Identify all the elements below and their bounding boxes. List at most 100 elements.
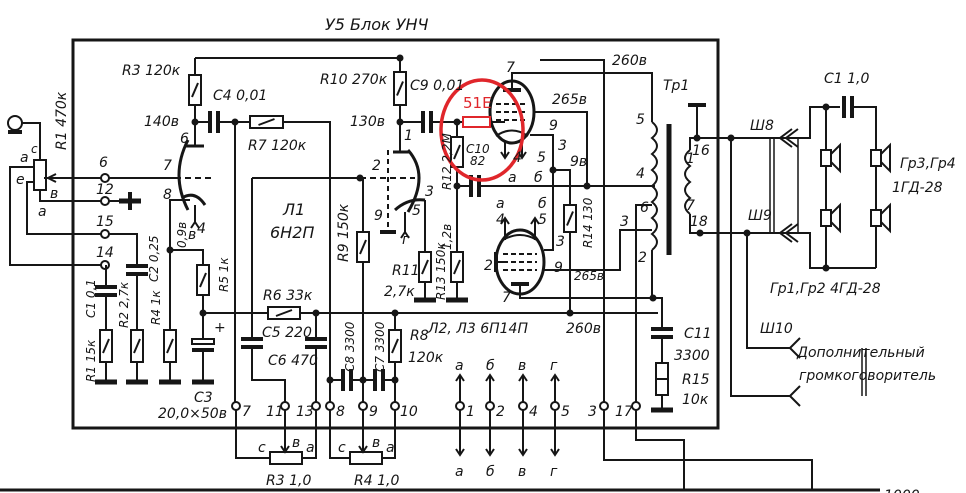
wire: [283, 121, 331, 402]
label-gr1-gr2: Гр1,Гр2 4ГД-28: [770, 281, 881, 297]
label-pin-8: 8: [336, 404, 345, 420]
junction-dot: [359, 376, 367, 384]
wire: [329, 410, 350, 459]
terminal-pin: [518, 401, 528, 411]
wire: [382, 410, 396, 459]
resistor-r9-mark: [359, 239, 367, 255]
label-c6: C6 470: [268, 353, 318, 369]
resistor-r10-mark: [396, 81, 404, 96]
label-tr-3: 3: [620, 214, 629, 230]
tube-l3-cathode: [502, 234, 538, 241]
label-l3-5: 5: [538, 212, 547, 228]
label-265v-top: 265в: [552, 92, 587, 108]
terminal-pin: [550, 401, 560, 411]
resistor-r1-mark: [102, 338, 110, 354]
label-r3-pot-a: а: [306, 440, 315, 456]
label-c3-value: 20,0×50в: [158, 406, 227, 422]
wire: [530, 134, 554, 251]
label-r1-input: R1 470к: [54, 91, 70, 150]
arrow-icon: [550, 448, 560, 457]
label-r4-pot-a: а: [386, 440, 395, 456]
label-l2-3: 3: [558, 138, 567, 154]
label-gr3-gr4-type: 1ГД-28: [892, 180, 943, 196]
resistor-r12-mark: [453, 144, 461, 160]
label-edge-value: 1000: [884, 488, 920, 493]
label-l1b-3: 3: [425, 184, 434, 200]
tube-l3-envelope: [494, 228, 546, 296]
label-l3-4: 4: [496, 212, 505, 228]
label-r1: R1 15к: [84, 339, 98, 382]
label-c1: C1 0,1: [84, 279, 98, 318]
label-sh8: Ш8: [750, 118, 774, 134]
label-l1a-v: в: [188, 227, 196, 243]
label-tr-2: 2: [638, 250, 647, 266]
label-l3-3: 3: [556, 234, 565, 250]
resistor-r14-mark: [566, 211, 574, 226]
label-l3-a: а: [496, 196, 505, 212]
arrow-icon: [455, 448, 465, 457]
terminal-pin: [455, 401, 465, 411]
wire: [730, 138, 770, 397]
label-c9: C9 0,01: [410, 78, 464, 94]
label-pin-2: 2: [496, 404, 505, 420]
label-tr1: Тр1: [663, 78, 689, 94]
junction-dot: [326, 376, 334, 384]
label-l1a-8: 8: [163, 187, 172, 203]
label-c11: C11: [684, 326, 712, 342]
label-pot-a: а: [20, 150, 29, 166]
label-pin-1: 1: [466, 404, 475, 420]
arrow-icon: [518, 448, 528, 457]
terminal-pin: [485, 401, 495, 411]
arrow-icon: [358, 445, 368, 454]
label-pin-5: 5: [561, 404, 570, 420]
label-c5: C5 220: [262, 325, 312, 341]
label-130v: 130в: [350, 114, 385, 130]
wire: [553, 169, 571, 205]
label-arrow-a-bottom: а: [455, 464, 464, 480]
label-tr-4: 4: [636, 166, 645, 182]
arrow-icon: [455, 373, 465, 382]
label-pin-12: 12: [96, 182, 114, 198]
label-arrow-b-bottom: б: [486, 464, 495, 480]
label-r15: R15: [682, 372, 710, 388]
label-tr-18: 18: [690, 214, 708, 230]
label-tr-16: 16: [692, 143, 710, 159]
label-gr3-gr4: Гр3,Гр4: [900, 156, 956, 172]
wire: [852, 106, 877, 150]
label-c11-value: 3300: [674, 348, 710, 364]
label-c10: C10: [466, 142, 490, 156]
label-l1-type: 6Н2П: [270, 223, 314, 242]
label-r3: R3 120к: [122, 63, 181, 79]
junction-dot: [693, 134, 701, 142]
label-l3-b: б: [538, 196, 547, 212]
terminal-pin: [100, 196, 110, 206]
label-260v-bottom: 260в: [566, 321, 601, 337]
label-extra-speaker-1: Дополнительный: [796, 345, 925, 361]
label-pin-11: 11: [266, 404, 284, 420]
label-c3: C3: [194, 390, 213, 406]
label-r4-pot-c: с: [338, 440, 346, 456]
wire: [800, 106, 840, 139]
potentiometer-r4: [349, 451, 383, 465]
volume-potentiometer-r1: [33, 159, 47, 191]
speaker-gr1-icon: [820, 149, 832, 167]
label-l1: Л1: [282, 200, 305, 219]
label-arrow-v-bottom: в: [518, 464, 526, 480]
label-r7: R7 120к: [248, 138, 307, 154]
arrow-icon: [550, 373, 560, 382]
label-140v: 140в: [144, 114, 179, 130]
speaker-gr2-icon: [820, 209, 832, 227]
label-l1b-1: 1: [404, 128, 413, 144]
terminal-pin: [100, 229, 110, 239]
arrow-icon: [500, 216, 510, 225]
label-sh9: Ш9: [748, 208, 772, 224]
label-r3-pot: R3 1,0: [266, 473, 311, 489]
label-l1a-7: 7: [163, 158, 172, 174]
speaker-gr1-icon-cone: [830, 142, 841, 174]
transformer-secondary-coil: [684, 149, 692, 215]
tube-l2-envelope: [488, 79, 536, 145]
tube-l1b-envelope: [406, 149, 421, 213]
label-pin-4: 4: [529, 404, 538, 420]
plug-sh10-icon: [770, 385, 801, 407]
